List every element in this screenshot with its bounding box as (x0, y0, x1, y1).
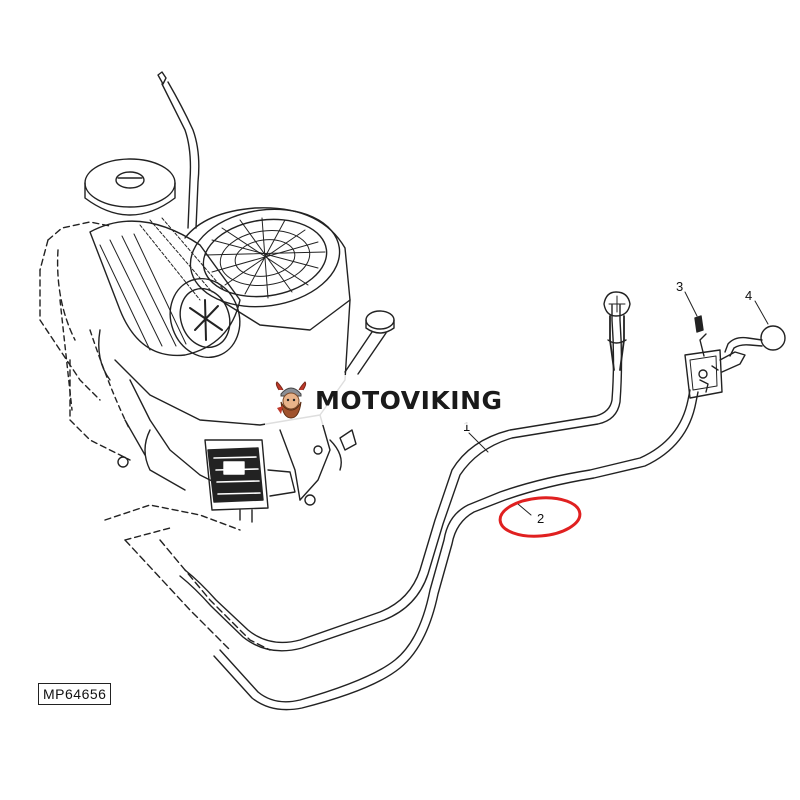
figure-code-label: MP64656 (38, 683, 112, 705)
choke-cable-2 (213, 389, 699, 711)
watermark-text: MOTOVIKING (315, 385, 503, 415)
callout-3: 3 (676, 279, 684, 294)
callout-4: 4 (745, 288, 753, 303)
leader-lines (468, 291, 769, 516)
highlight-ring (498, 496, 582, 538)
callout-1: 1 (463, 419, 471, 434)
engine-assembly (39, 71, 395, 651)
cable-bracket (684, 315, 786, 399)
callout-2: 2 (537, 511, 545, 526)
throttle-cable-1 (179, 291, 631, 652)
watermark: MOTOVIKING (265, 375, 535, 425)
viking-logo-icon (275, 381, 307, 419)
